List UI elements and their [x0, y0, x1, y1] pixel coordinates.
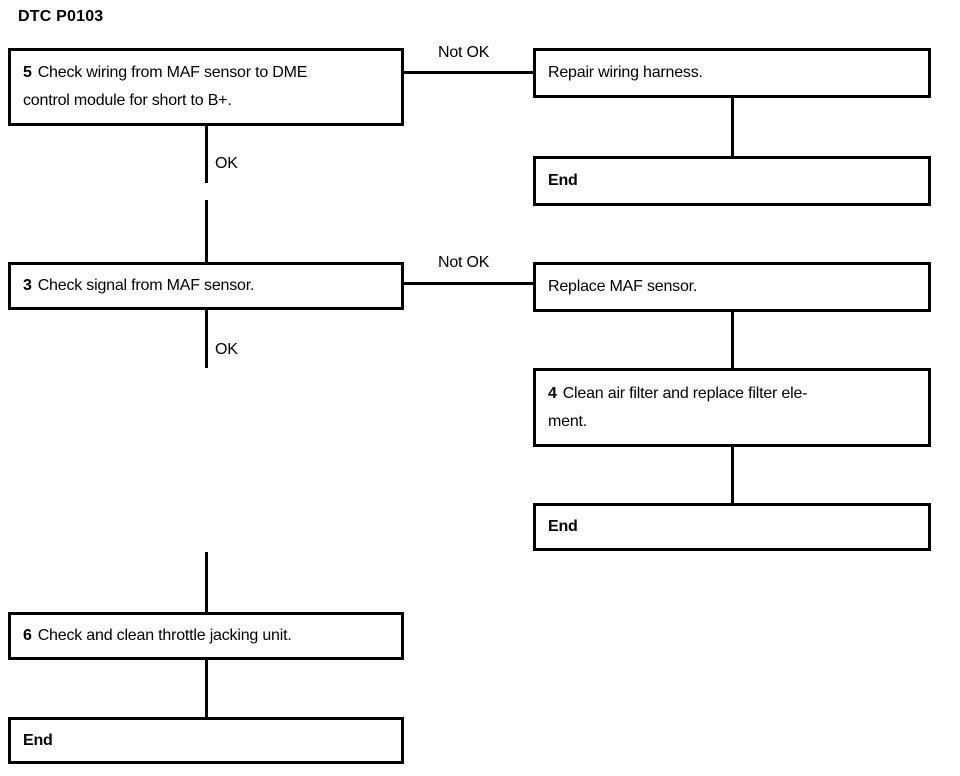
step-text: Check and clean throttle jacking unit.	[37, 627, 292, 644]
flow-node-line: End	[23, 727, 389, 755]
flow-node-step6: 6 Check and clean throttle jacking unit.	[8, 612, 404, 660]
flow-node-replace-maf: Replace MAF sensor.	[533, 262, 931, 312]
edge-repair-to-end-segment	[731, 98, 734, 156]
flow-node-end-1: End	[533, 156, 931, 206]
flow-node-line: End	[548, 167, 916, 195]
edge-step5-to-step3-segment	[205, 200, 208, 262]
step-text: ment.	[548, 412, 588, 430]
flow-node-step4: 4 Clean air filter and replace filter ele…	[533, 368, 931, 447]
flow-node-line: 4 Clean air filter and replace filter ele…	[548, 380, 916, 408]
edge-step3-to-step6-segment	[205, 552, 208, 612]
flow-node-line: 3 Check signal from MAF sensor.	[23, 272, 389, 300]
step-text: Check signal from MAF sensor.	[37, 277, 255, 294]
branch-label-ok: OK	[215, 340, 238, 359]
end-text: End	[548, 172, 578, 189]
step-text: control module for short to B+.	[23, 92, 232, 109]
flow-node-step5: 5 Check wiring from MAF sensor to DME con…	[8, 48, 404, 126]
edge-replace-to-step4-segment	[731, 312, 734, 368]
step-number: 3	[23, 277, 32, 294]
flow-node-step3: 3 Check signal from MAF sensor.	[8, 262, 404, 310]
step-number: 6	[23, 627, 32, 644]
edge-step3-to-replace-segment	[404, 282, 533, 285]
flow-node-line: Replace MAF sensor.	[548, 273, 916, 301]
edge-step6-to-end-segment	[205, 660, 208, 717]
step-text: Check wiring from MAF sensor to DME	[37, 64, 308, 81]
end-text: End	[548, 518, 578, 535]
step-number: 5	[23, 64, 32, 81]
edge-step3-to-step6-segment	[205, 310, 208, 368]
flow-node-line: control module for short to B+.	[23, 87, 389, 115]
flow-node-line: 6 Check and clean throttle jacking unit.	[23, 622, 389, 650]
flow-node-line: 5 Check wiring from MAF sensor to DME	[23, 59, 389, 87]
action-text: Replace MAF sensor.	[548, 278, 698, 295]
edge-step5-to-step3-segment	[205, 126, 208, 183]
flow-node-repair-wiring: Repair wiring harness.	[533, 48, 931, 98]
action-text: Repair wiring harness.	[548, 64, 703, 81]
flow-node-line: ment.	[548, 408, 916, 436]
page-title: DTC P0103	[18, 8, 104, 25]
branch-label-not-ok: Not OK	[438, 43, 490, 62]
branch-label-ok: OK	[215, 154, 238, 173]
flow-node-line: End	[548, 513, 916, 541]
step-number: 4	[548, 384, 557, 402]
step-text: Clean air filter and replace filter ele-	[562, 384, 808, 402]
flow-node-line: Repair wiring harness.	[548, 59, 916, 87]
end-text: End	[23, 731, 53, 749]
branch-label-not-ok: Not OK	[438, 253, 490, 272]
edge-step4-to-end-segment	[731, 447, 734, 503]
flow-node-end-3: End	[8, 717, 404, 764]
edge-step5-to-repair-segment	[404, 71, 533, 74]
flow-node-end-2: End	[533, 503, 931, 551]
